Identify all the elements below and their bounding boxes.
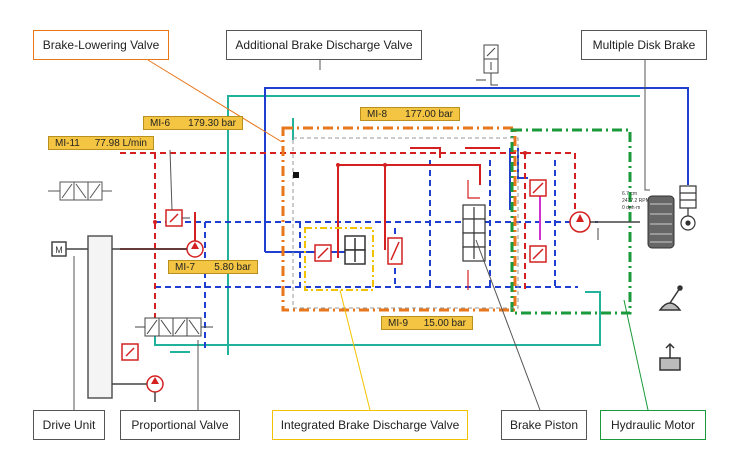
relief-valve-upper (165, 209, 190, 227)
measurement-mi6: MI-6 179.30 bar (143, 116, 243, 130)
callout-multiple-disk-brake-text: Multiple Disk Brake (592, 38, 696, 52)
measurement-mi8: MI-8 177.00 bar (360, 107, 460, 121)
junction-points (153, 151, 527, 224)
red-dashed-lines (120, 152, 576, 330)
check-valve-upper (529, 179, 547, 197)
motor-readout: 6.7 cm 2477.2 RPM 0 dph·m (622, 191, 650, 211)
callout-proportional-valve: Proportional Valve (120, 410, 240, 440)
lever-icon-lower (659, 342, 681, 371)
motor-readout-line2: 2477.2 RPM (622, 198, 650, 204)
measurement-mi9-value: 15.00 bar (423, 317, 466, 329)
lever-icon-upper (658, 285, 683, 311)
measurement-mi6-name: MI-6 (150, 117, 170, 129)
gray-boundary (292, 137, 519, 309)
callout-integrated-brake-discharge-valve: Integrated Brake Discharge Valve (272, 410, 468, 440)
integrated-valve-internals (314, 235, 366, 265)
motor-readout-line3: 0 dph·m (622, 205, 640, 211)
callout-multiple-disk-brake: Multiple Disk Brake (581, 30, 707, 60)
callout-brake-piston: Brake Piston (501, 410, 587, 440)
callout-brake-lowering-valve: Brake-Lowering Valve (33, 30, 169, 60)
measurement-mi11-name: MI-11 (55, 137, 80, 149)
measurement-mi7: MI-7 5.80 bar (168, 260, 258, 274)
callout-drive-unit: Drive Unit (33, 410, 105, 440)
callout-hydraulic-motor-text: Hydraulic Motor (610, 418, 696, 432)
pump-upper (112, 240, 204, 258)
relief-valve-lower (121, 343, 139, 361)
check-valve-lower (529, 245, 547, 263)
measurement-mi7-name: MI-7 (175, 261, 195, 273)
svg-text:M: M (55, 245, 63, 255)
disk-brake-icon (679, 185, 697, 231)
proportional-valve-symbol (135, 317, 213, 337)
callout-drive-unit-text: Drive Unit (42, 418, 96, 432)
callout-additional-brake-discharge-valve-text: Additional Brake Discharge Valve (235, 38, 413, 52)
callout-integrated-brake-discharge-valve-text: Integrated Brake Discharge Valve (280, 418, 460, 432)
measurement-mi11-value: 77.98 L/min (94, 137, 147, 149)
integrated-brake-discharge-boundary (304, 227, 374, 291)
pump-lower (112, 375, 164, 402)
measurement-mi8-value: 177.00 bar (405, 108, 453, 120)
measurement-mi11: MI-11 77.98 L/min (48, 136, 154, 150)
additional-valve-icon (476, 44, 499, 86)
callout-hydraulic-motor: Hydraulic Motor (600, 410, 706, 440)
hydraulic-motor-symbol (569, 211, 640, 240)
directional-valve-left (48, 181, 112, 201)
brake-lowering-valve-boundary (281, 126, 517, 312)
brake-lowering-valve-symbol (387, 237, 403, 265)
motor-symbol: M (51, 241, 88, 257)
brake-piston-symbol (462, 180, 486, 290)
measurement-mi7-value: 5.80 bar (214, 261, 251, 273)
wheel-icon (647, 195, 675, 249)
measurement-mi9: MI-9 15.00 bar (381, 316, 473, 330)
black-junction (293, 172, 299, 178)
measurement-mi9-name: MI-9 (388, 317, 408, 329)
motor-readout-line1: 6.7 cm (622, 191, 637, 197)
callout-proportional-valve-text: Proportional Valve (131, 418, 229, 432)
measurement-mi8-name: MI-8 (367, 108, 387, 120)
callout-additional-brake-discharge-valve: Additional Brake Discharge Valve (226, 30, 422, 60)
measurement-mi6-value: 179.30 bar (188, 117, 236, 129)
blue-dashed-lines (155, 160, 598, 350)
callout-brake-lowering-valve-text: Brake-Lowering Valve (42, 38, 160, 52)
drive-unit-block (87, 235, 113, 399)
red-pressure-lines (120, 147, 500, 258)
leader-lines (73, 59, 650, 411)
callout-brake-piston-text: Brake Piston (509, 418, 579, 432)
